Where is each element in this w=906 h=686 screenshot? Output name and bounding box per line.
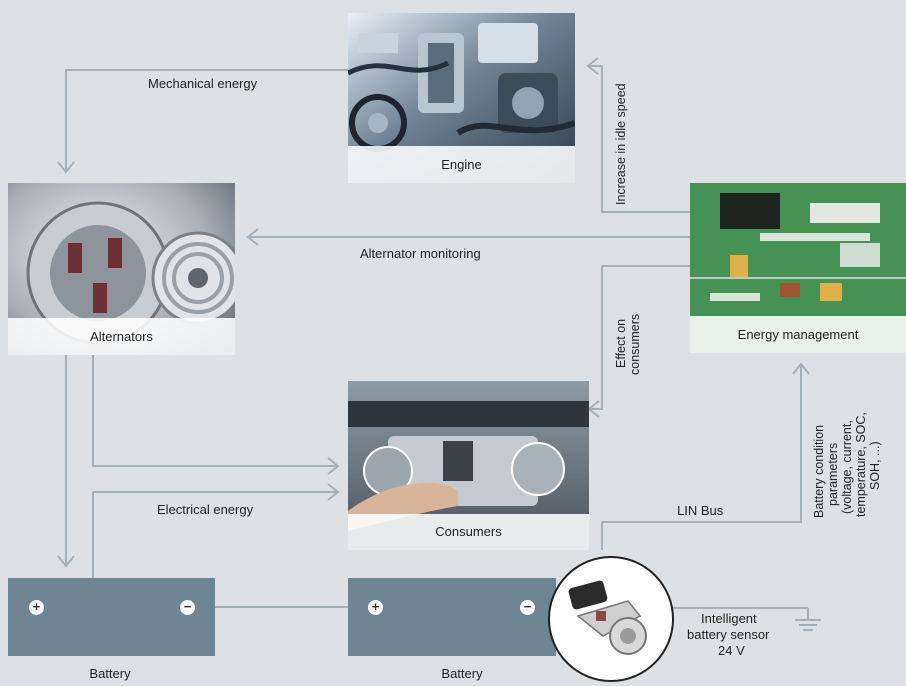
consumers-node: Consumers	[348, 381, 589, 550]
battery-left-minus: −	[180, 600, 195, 615]
alternator-battery-arrow	[57, 555, 75, 568]
effect-consumers-label-2: consumers	[628, 313, 642, 375]
alternator-consumers-line	[92, 355, 338, 467]
mechanical-energy-label: Mechanical energy	[148, 76, 258, 91]
increase-idle-label: Increase in idle speed	[614, 83, 628, 205]
lin-bus-arrow	[792, 362, 810, 375]
energy-management-caption: Energy management	[690, 316, 906, 353]
alternator-monitoring-label: Alternator monitoring	[360, 246, 481, 261]
lin-bus-line	[601, 364, 802, 550]
sensor-label-2: battery sensor	[687, 627, 770, 642]
sensor-label-3: 24 V	[718, 643, 745, 658]
electrical-energy-line	[92, 491, 338, 578]
electrical-energy-label: Electrical energy	[157, 502, 254, 517]
energy-management-node: Energy management	[690, 183, 906, 353]
effect-consumers-label-1: Effect on	[614, 318, 628, 368]
battery-left-plus: +	[29, 600, 44, 615]
mechanical-energy-arrow	[57, 161, 75, 174]
alternator-monitoring-arrow	[246, 228, 259, 246]
battery-params-label-1: Battery condition	[812, 424, 826, 518]
engine-caption: Engine	[348, 146, 575, 183]
battery-params-label-4: temperature, SOC,	[854, 412, 868, 517]
sensor-label-1: Intelligent	[701, 611, 757, 626]
battery-right-plus: +	[368, 600, 383, 615]
battery-left-label: Battery	[89, 666, 131, 681]
alternator-consumers-arrow	[327, 457, 340, 475]
consumers-caption: Consumers	[348, 514, 589, 550]
engine-node: Engine	[348, 13, 575, 183]
lin-bus-label: LIN Bus	[677, 503, 724, 518]
effect-consumers-line	[589, 265, 690, 410]
battery-right-label: Battery	[441, 666, 483, 681]
battery-right-minus: −	[520, 600, 535, 615]
battery-sensor-image	[548, 556, 674, 682]
battery-right: + −	[348, 578, 556, 656]
alternators-caption: Alternators	[8, 318, 235, 355]
effect-consumers-arrow	[587, 400, 600, 418]
battery-left: + −	[8, 578, 215, 656]
battery-params-label-3: (voltage, current,	[840, 420, 854, 514]
electrical-energy-arrow	[327, 483, 340, 501]
alternators-node: Alternators	[8, 183, 235, 355]
battery-params-label-2: parameters	[826, 442, 840, 506]
battery-params-label-5: SOH, ...)	[868, 441, 882, 490]
mechanical-energy-line	[65, 69, 348, 172]
increase-idle-line	[588, 65, 690, 213]
increase-idle-arrow	[586, 57, 599, 75]
